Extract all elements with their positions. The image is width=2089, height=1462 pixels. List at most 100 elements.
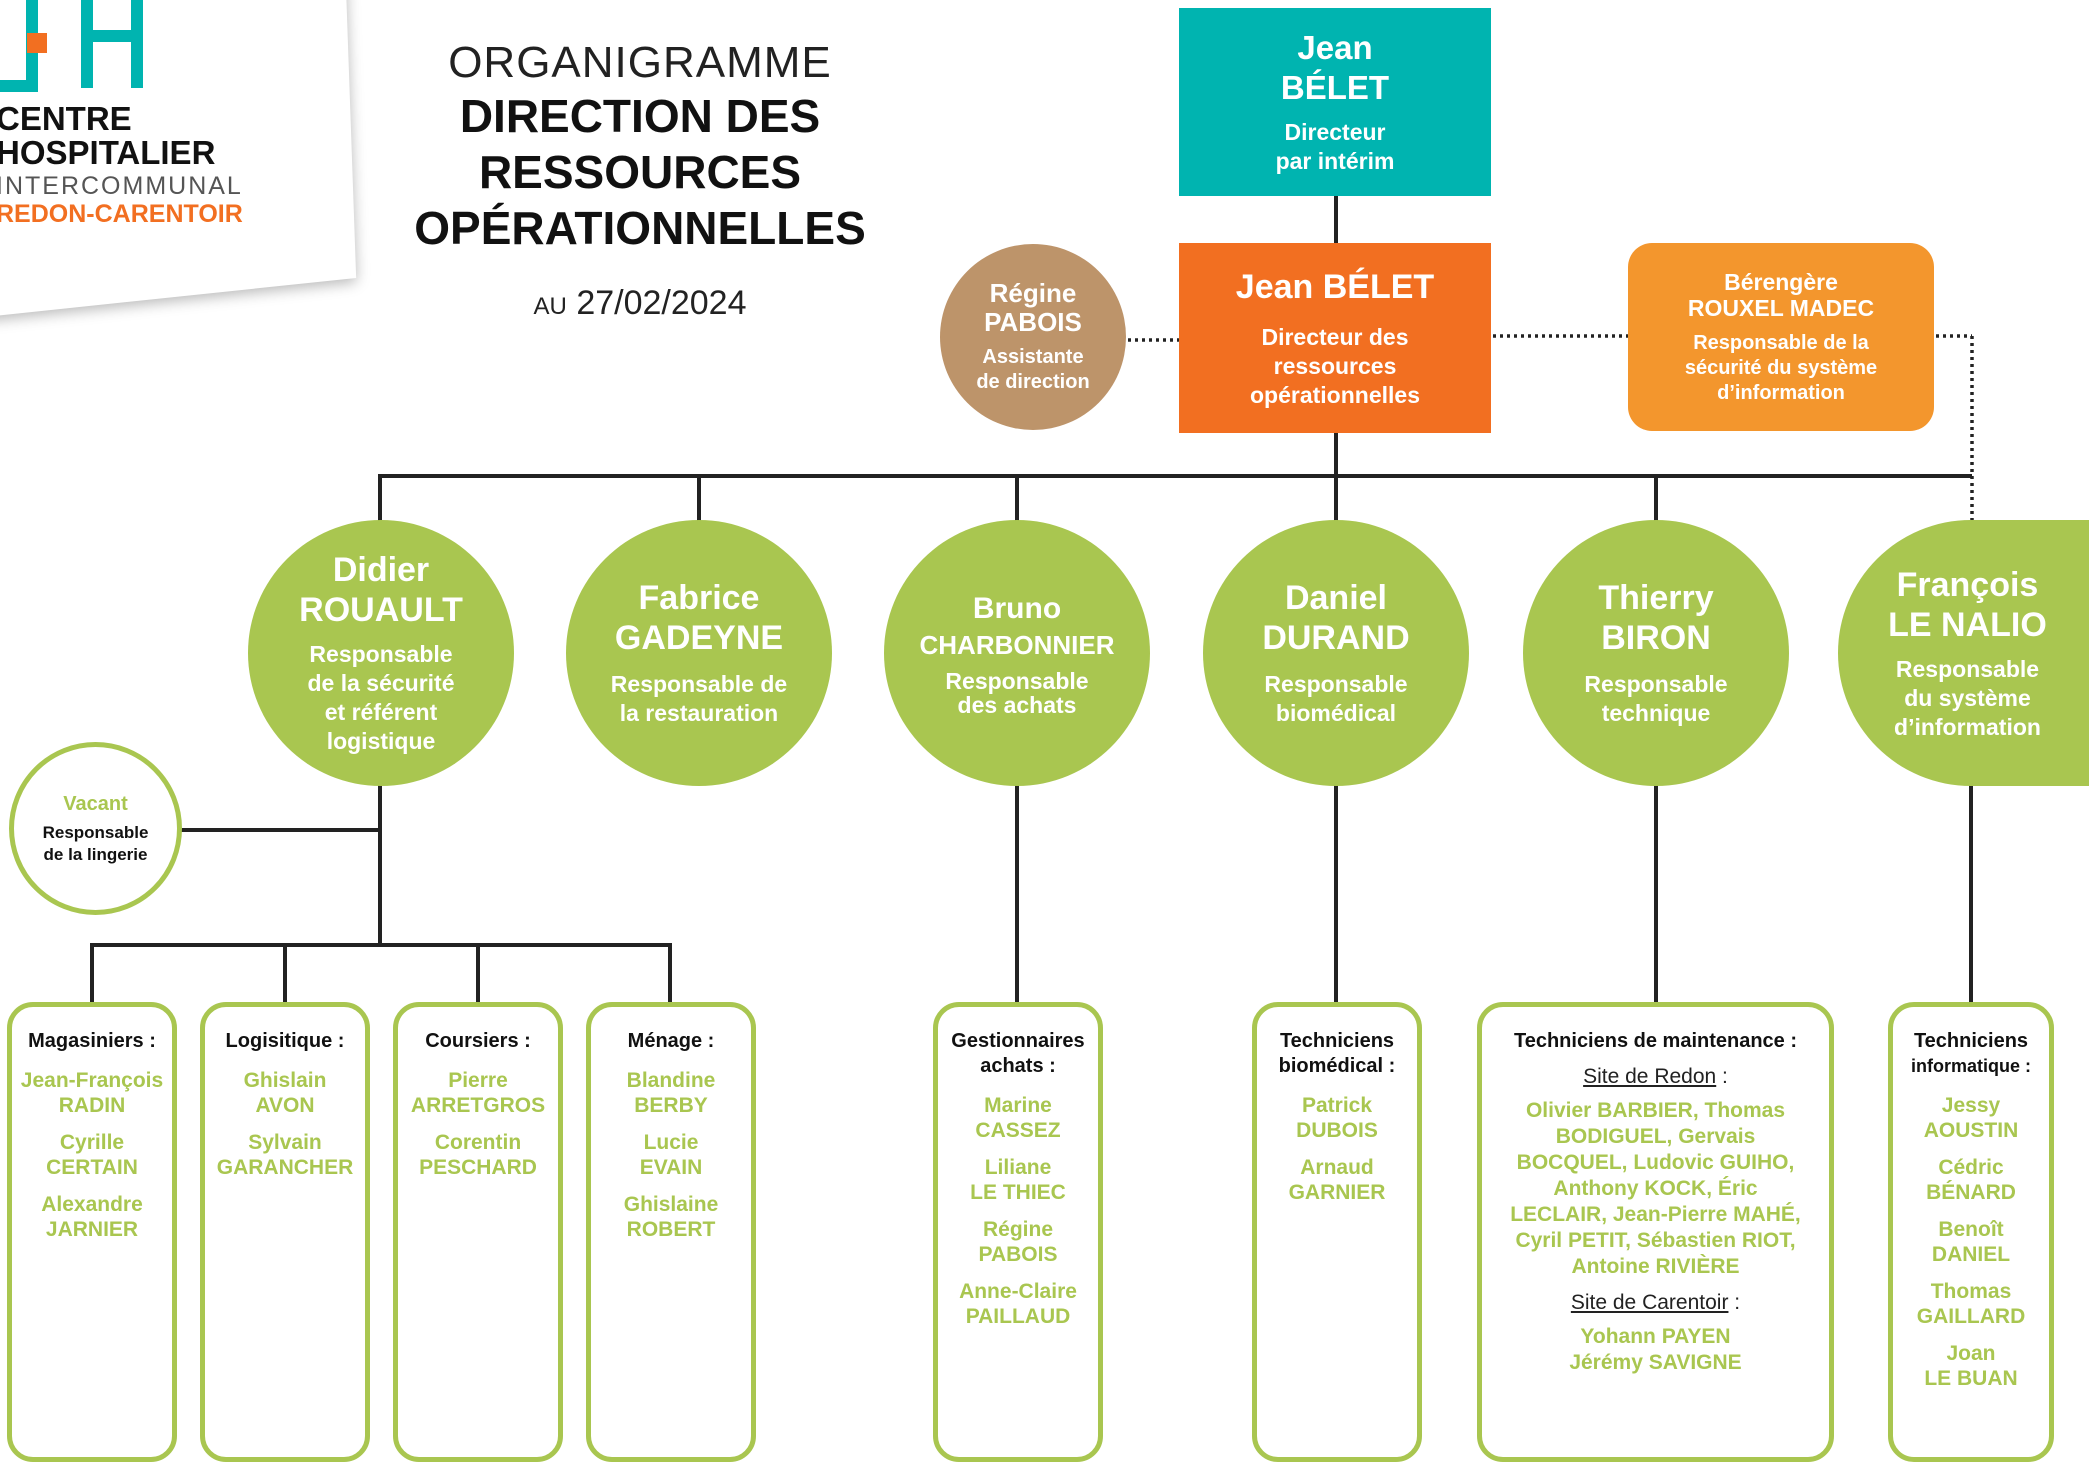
manager-le-nalio-inner: François LE NALIO Responsable du système… [1880, 565, 2047, 742]
member-first: Marine [984, 1094, 1052, 1117]
team-title: biomédical : [1278, 1055, 1396, 1077]
title-line-4: OPÉRATIONNELLES [414, 202, 866, 254]
manager-role-line: logistique [326, 728, 436, 754]
lingerie-circle: Vacant Responsable de la lingerie [9, 742, 182, 915]
title-line-3: RESSOURCES [478, 146, 802, 198]
team-title: achats : [980, 1055, 1056, 1077]
member-first: Liliane [984, 1156, 1052, 1179]
site-carentoir-name: Site de Carentoir [1570, 1291, 1729, 1314]
director-role-1: Directeur des [1261, 324, 1409, 350]
site-colon: : [1728, 1291, 1741, 1314]
manager-role-line: Responsable [1895, 655, 2040, 682]
manager-gadeyne: Fabrice GADEYNE Responsable de la restau… [566, 520, 832, 786]
team-title: Gestionnaires [951, 1030, 1085, 1052]
member-first: Sylvain [248, 1131, 322, 1154]
director-role-3: opérationnelles [1250, 382, 1420, 408]
manager-role-line: d’information [1894, 713, 2041, 740]
manager-role-line: Responsable [1584, 671, 1728, 697]
manager-role: Responsable de la sécurité et référent l… [307, 640, 454, 756]
manager-role: Responsable du système d’information [1888, 655, 2047, 742]
manager-role-line: et référent [324, 699, 438, 725]
assistant-circle: Régine PABOIS Assistante de direction [940, 244, 1126, 430]
manager-role-line: biomédical [1275, 700, 1397, 726]
team-title: informatique : [1911, 1056, 2031, 1076]
member-last: BERBY [634, 1094, 708, 1117]
names-line: Anthony KOCK, Éric [1553, 1177, 1758, 1200]
lingerie-status: Vacant [63, 792, 128, 815]
member-last: CERTAIN [46, 1156, 138, 1179]
member-first: Jessy [1941, 1094, 2001, 1117]
member-last: PABOIS [978, 1243, 1058, 1266]
manager-role-line: du système [1904, 684, 2031, 711]
team-title: Logisitique : [225, 1030, 345, 1052]
manager-first: François [1896, 565, 2039, 604]
site-carentoir-label: Site de Carentoir : [1482, 1290, 1829, 1316]
manager-first: Didier [332, 551, 430, 589]
names-line: BODIGUEL, Gervais [1555, 1125, 1756, 1148]
manager-durand: Daniel DURAND Responsable biomédical [1203, 520, 1469, 786]
names-line: BOCQUEL, Ludovic GUIHO, [1516, 1151, 1795, 1174]
manager-role-line: Responsable [309, 641, 453, 667]
member-first: Jean-François [20, 1069, 164, 1092]
manager-role: Responsable technique [1584, 670, 1727, 728]
names-line: LECLAIR, Jean-Pierre MAHÉ, [1510, 1203, 1801, 1226]
member-last: JARNIER [45, 1218, 139, 1241]
logo-line-2: HOSPITALIER [0, 134, 216, 171]
member-last: DANIEL [1931, 1243, 2011, 1266]
member-last: CASSEZ [975, 1119, 1061, 1142]
manager-first: Bruno [972, 592, 1062, 625]
logo-mark [0, 0, 143, 92]
manager-role-line: la restauration [619, 700, 779, 726]
member-last: AOUSTIN [1923, 1119, 2019, 1142]
manager-last: BIRON [1601, 619, 1711, 657]
member-first: Patrick [1301, 1094, 1373, 1117]
manager-last: DURAND [1262, 619, 1410, 657]
assistant-last: PABOIS [984, 307, 1082, 337]
member-first: Alexandre [41, 1193, 143, 1216]
logo-line-3: INTERCOMMUNAL [0, 172, 243, 200]
team-title: Techniciens [1279, 1030, 1395, 1052]
member-last: AVON [255, 1094, 315, 1117]
manager-rouault: Didier ROUAULT Responsable de la sécurit… [248, 520, 514, 786]
team-title: Techniciens [1913, 1030, 2029, 1052]
assistant-first: Régine [989, 278, 1077, 308]
manager-role: Responsable de la restauration [611, 670, 787, 728]
member-first: Corentin [434, 1131, 522, 1154]
director-interim-last: BÉLET [1280, 69, 1390, 106]
lingerie-role-2: de la lingerie [43, 844, 148, 864]
member-last: LE BUAN [1924, 1367, 2018, 1390]
member-last: RADIN [58, 1094, 126, 1117]
manager-role: Responsable des achats [945, 669, 1088, 717]
team-title: Coursiers : [425, 1030, 531, 1052]
logo-line-4: REDON-CARENTOIR [0, 200, 243, 228]
team-title: Ménage : [627, 1030, 715, 1052]
manager-le-nalio: François LE NALIO Responsable du système… [1838, 520, 2089, 786]
manager-first: Fabrice [638, 579, 760, 617]
rssi-box: Bérengère ROUXEL MADEC Responsable de la… [1628, 243, 1934, 431]
site-redon-name: Site de Redon [1583, 1065, 1717, 1088]
member-first: Cédric [1938, 1156, 2004, 1179]
director-name: Jean BÉLET [1235, 268, 1435, 306]
names-line: Antoine RIVIÈRE [1571, 1255, 1740, 1278]
page-title: ORGANIGRAMME DIRECTION DES RESSOURCES OP… [380, 38, 900, 256]
member-first: Thomas [1930, 1280, 2012, 1303]
member-first: Régine [982, 1218, 1053, 1241]
member-first: Lucie [643, 1131, 699, 1154]
